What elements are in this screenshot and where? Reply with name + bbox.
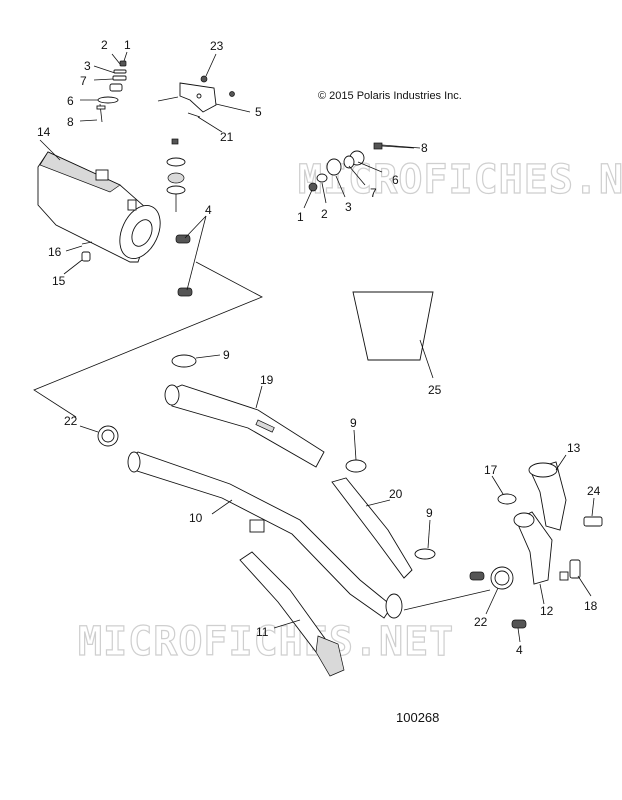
callout-2-right: 2 [321, 207, 328, 221]
callout-6-right: 6 [392, 173, 399, 187]
callout-13: 13 [567, 441, 581, 455]
callout-22-left: 22 [64, 414, 78, 428]
callout-17: 17 [484, 463, 498, 477]
bracket-part-5 [157, 75, 235, 118]
callout-6: 6 [67, 94, 74, 108]
muffler-part-14 [37, 151, 161, 263]
callout-1-right: 1 [297, 210, 304, 224]
cap-part-24 [583, 516, 603, 527]
callout-16: 16 [48, 245, 62, 259]
callout-2: 2 [101, 38, 108, 52]
gasket-parts-22 [97, 425, 514, 590]
callout-18: 18 [584, 599, 598, 613]
isolator-stack-center [166, 138, 186, 212]
callout-25: 25 [428, 383, 442, 397]
callout-3: 3 [84, 59, 91, 73]
callout-19: 19 [260, 373, 274, 387]
callout-8-right: 8 [421, 141, 428, 155]
callout-10: 10 [189, 511, 203, 525]
callout-7-right: 7 [370, 186, 377, 200]
flange-part-13 [528, 461, 567, 531]
heat-shield-tube-part-19 [164, 384, 325, 468]
hardware-stack-right [308, 142, 421, 192]
callout-15: 15 [52, 274, 66, 288]
callout-14: 14 [37, 125, 51, 139]
pipe-part-11 [239, 551, 345, 677]
callout-4: 4 [205, 203, 212, 217]
copyright-text: © 2015 Polaris Industries Inc. [318, 90, 462, 102]
callout-9-mid: 9 [350, 416, 357, 430]
heat-shield-part-25 [352, 291, 434, 361]
callout-11: 11 [256, 625, 269, 639]
leader-lines [39, 51, 595, 643]
callout-5: 5 [255, 105, 262, 119]
small-parts-16-15 [81, 241, 93, 262]
callout-9-top: 9 [223, 348, 230, 362]
elbow-pipe-part-12 [513, 511, 553, 585]
callout-labels: 2 1 3 7 6 8 23 5 21 14 4 16 15 8 6 7 3 2… [37, 38, 601, 657]
sensor-part-18 [559, 559, 581, 581]
callout-3-right: 3 [345, 200, 352, 214]
callout-22-right: 22 [474, 615, 488, 629]
shield-part-20 [331, 477, 413, 579]
callout-21: 21 [220, 130, 234, 144]
callout-20: 20 [389, 487, 403, 501]
callout-8: 8 [67, 115, 74, 129]
callout-1: 1 [124, 38, 131, 52]
callout-12: 12 [540, 604, 554, 618]
callout-4-low: 4 [516, 643, 523, 657]
callout-23: 23 [210, 39, 224, 53]
gasket-part-17 [497, 493, 517, 505]
callout-24: 24 [587, 484, 601, 498]
watermark-bottom: MICROFICHES.NET [78, 619, 454, 665]
hardware-stack-top-left [96, 60, 127, 123]
head-pipe-part-10 [127, 451, 403, 619]
spring-parts-4 [175, 234, 527, 629]
callout-9-low: 9 [426, 506, 433, 520]
assembly-boundary-lines [33, 261, 263, 418]
callout-7: 7 [80, 74, 87, 88]
diagram-number: 100268 [396, 710, 439, 725]
